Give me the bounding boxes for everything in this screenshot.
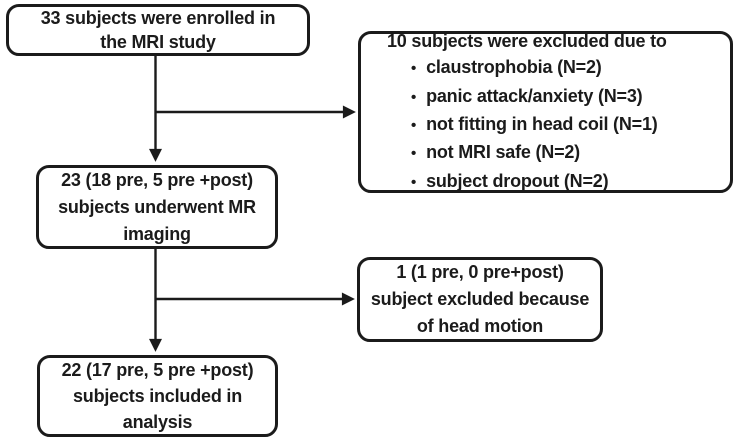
flow-node-imaging: 23 (18 pre, 5 pre +post) subjects underw…: [36, 165, 278, 249]
bullet-text: subject dropout (N=2): [426, 170, 609, 191]
bullet-icon: •: [411, 145, 417, 163]
node-text-line: of head motion: [416, 316, 544, 336]
node-text-line: the MRI study: [100, 32, 216, 52]
node-text-line: 33 subjects were enrolled in: [40, 8, 276, 28]
node-text-line: analysis: [122, 412, 193, 432]
bullet-icon: •: [411, 88, 417, 106]
excluded-bullet-item: • claustrophobia (N=2): [387, 54, 722, 82]
flow-node-headmotion: 1 (1 pre, 0 pre+post) subject excluded b…: [357, 257, 603, 342]
node-text-line: imaging: [123, 223, 191, 244]
excluded-heading: 10 subjects were excluded due to: [387, 30, 667, 51]
bullet-text: panic attack/anxiety (N=3): [426, 85, 643, 106]
excluded-bullet-item: • not fitting in head coil (N=1): [387, 111, 722, 139]
flow-node-excluded: 10 subjects were excluded due to • claus…: [358, 31, 733, 193]
bullet-icon: •: [411, 117, 417, 134]
node-text-line: 22 (17 pre, 5 pre +post): [61, 360, 254, 380]
bullet-text: claustrophobia (N=2): [426, 57, 602, 78]
excluded-bullet-item: • panic attack/anxiety (N=3): [387, 83, 722, 111]
bullet-icon: •: [411, 60, 417, 78]
excluded-bullet-item: • not MRI safe (N=2): [387, 139, 722, 167]
node-text-line: 1 (1 pre, 0 pre+post): [396, 262, 564, 282]
node-text-line: 23 (18 pre, 5 pre +post): [61, 169, 253, 190]
excluded-bullet-item: • subject dropout (N=2): [387, 168, 722, 196]
node-text-line: subjects included in: [72, 386, 243, 406]
node-text-line: subjects underwent MR: [58, 196, 256, 217]
bullet-text: not MRI safe (N=2): [426, 142, 580, 163]
flow-node-enrolled: 33 subjects were enrolled in the MRI stu…: [6, 4, 310, 56]
node-text-line: subject excluded because: [370, 289, 590, 309]
bullet-text: not fitting in head coil (N=1): [426, 114, 658, 134]
bullet-icon: •: [411, 173, 417, 191]
flow-node-analysis: 22 (17 pre, 5 pre +post) subjects includ…: [37, 355, 278, 437]
